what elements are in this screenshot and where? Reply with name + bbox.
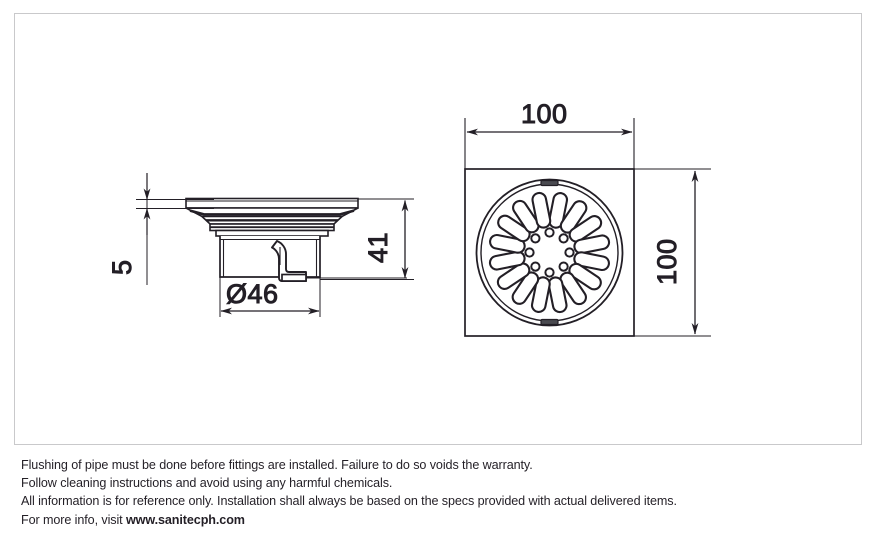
dimension-plate-depth xyxy=(634,168,711,337)
grate-outer-circle xyxy=(475,178,624,327)
note-flushing: Flushing of pipe must be done before fit… xyxy=(21,456,841,474)
grate-slot xyxy=(568,262,602,291)
grate-center-hole xyxy=(544,227,555,238)
drain-flange-taper xyxy=(185,207,359,218)
grate-slot xyxy=(489,233,526,254)
grate-slot xyxy=(559,200,588,234)
grate-center-hole xyxy=(530,261,541,272)
dimension-flange-thickness xyxy=(136,173,214,285)
note-cleaning: Follow cleaning instructions and avoid u… xyxy=(21,474,841,492)
grate-center-hole xyxy=(524,247,535,258)
dimension-label-body-height: 41 xyxy=(363,232,393,263)
note-flushing-text: Flushing of pipe must be done before fit… xyxy=(21,458,533,472)
website-url[interactable]: www.sanitecph.com xyxy=(125,512,245,527)
grate-slot xyxy=(530,276,551,313)
drawing-border-frame xyxy=(14,13,862,445)
dimension-label-plate-width: 100 xyxy=(521,99,568,129)
grate-center-hole xyxy=(544,267,555,278)
grate-slot xyxy=(531,191,552,229)
grate-center-holes xyxy=(524,227,575,278)
grate-slot xyxy=(497,214,531,243)
note-moreinfo: For more info, visit www.sanitecph.com xyxy=(21,511,841,529)
grate-slot xyxy=(568,215,603,243)
screw-tab-bottom xyxy=(540,318,559,326)
grate-slot xyxy=(512,199,540,234)
note-cleaning-text: Follow cleaning instructions and avoid u… xyxy=(21,476,393,491)
top-plan-view: 100 100 xyxy=(464,99,711,337)
grate-slot xyxy=(573,251,610,272)
grate-slot xyxy=(573,234,611,255)
grate-slot xyxy=(511,271,540,305)
dimension-label-outlet-diameter: Ø46 xyxy=(226,279,279,309)
note-reference: All information is for reference only. I… xyxy=(21,492,841,510)
grate-center-hole xyxy=(530,233,541,244)
dimension-plate-width xyxy=(464,118,635,169)
dimension-outlet-diameter xyxy=(219,236,321,317)
grate-screw-tabs xyxy=(540,179,559,326)
drain-trap-detail xyxy=(271,240,307,282)
grate-center-hole xyxy=(558,233,569,244)
dimension-label-flange-thickness: 5 xyxy=(107,259,137,275)
grate-center-hole xyxy=(558,261,569,272)
grate-radial-slots xyxy=(488,191,611,314)
grate-slot xyxy=(488,250,526,271)
dimension-body-height xyxy=(320,198,414,280)
grate-center-hole xyxy=(564,247,575,258)
footer-notes: Flushing of pipe must be done before fit… xyxy=(21,456,841,529)
grate-slot xyxy=(496,262,531,290)
note-moreinfo-text: For more info, visit xyxy=(21,512,126,527)
drain-outlet-barrel xyxy=(219,236,321,278)
dimension-label-plate-depth: 100 xyxy=(652,238,682,285)
technical-drawing-canvas: 5 41 Ø46 xyxy=(107,99,711,337)
note-reference-text: All information is for reference only. I… xyxy=(21,494,677,509)
drain-body-shoulder xyxy=(199,215,345,237)
grate-slot xyxy=(547,276,568,314)
screw-tab-top xyxy=(540,179,559,187)
side-elevation-view: 5 41 Ø46 xyxy=(107,173,414,317)
grate-slot xyxy=(548,192,569,229)
grate-slot xyxy=(559,271,587,306)
